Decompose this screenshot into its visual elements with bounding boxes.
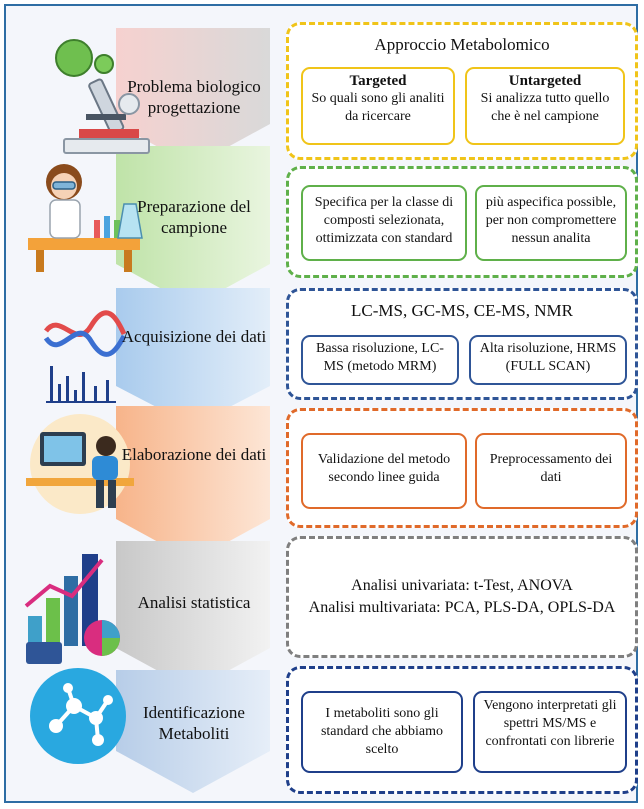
chevron-step-3 (116, 288, 270, 426)
microscope-icon (55, 39, 150, 154)
step-label-preparation: Preparazione del campione (137, 197, 251, 237)
acquisition-title: LC-MS, GC-MS, CE-MS, NMR (351, 301, 573, 320)
low-resolution-card: Bassa risoluzione, LC-MS (metodo MRM) (301, 335, 459, 385)
approach-box: Approccio Metabolomico Targeted So quali… (286, 22, 638, 160)
preprocessing-card: Preprocessamento dei dati (475, 433, 627, 509)
step-label-acquisition: Acquisizione dei dati (121, 327, 267, 346)
chevron-step-6 (116, 670, 270, 793)
chromatogram-icon (43, 310, 126, 403)
untargeted-title: Untargeted (508, 73, 582, 89)
high-resolution-card: Alta risoluzione, HRMS (FULL SCAN) (469, 335, 627, 385)
statistics-chart-icon (24, 554, 120, 664)
untargeted-card: Untargeted Si analizza tutto quello che … (465, 67, 625, 145)
targeted-title: Targeted (349, 73, 407, 89)
step-label-problem: Problema biologico progettazione (127, 77, 261, 117)
univariate-analysis: Analisi univariata: t-Test, ANOVA (351, 577, 573, 594)
processing-box: Validazione del metodo secondo linee gui… (286, 408, 638, 528)
targeted-text: So quali sono gli analiti da ricercare (311, 91, 445, 124)
chevron-step-1 (116, 28, 270, 166)
identification-box: I metaboliti sono gli standard che abbia… (286, 666, 638, 794)
molecule-icon (30, 668, 126, 764)
preparation-box: Specifica per la classe di composti sele… (286, 166, 638, 278)
scientist-icon (28, 164, 143, 272)
figure-frame: Problema biologico progettazione Prepara… (4, 4, 638, 803)
acquisition-box: LC-MS, GC-MS, CE-MS, NMR Bassa risoluzio… (286, 288, 638, 400)
computer-worker-icon (26, 414, 134, 514)
preparation-untargeted-card: più aspecifica possible, per non comprom… (475, 185, 627, 261)
multivariate-analysis: Analisi multivariata: PCA, PLS-DA, OPLS-… (308, 599, 616, 616)
standards-card: I metaboliti sono gli standard che abbia… (301, 691, 463, 773)
chevron-step-5 (116, 541, 270, 690)
workflow-arrows (116, 28, 270, 793)
validation-card: Validazione del metodo secondo linee gui… (301, 433, 467, 509)
approach-title: Approccio Metabolomico (374, 35, 550, 54)
targeted-card: Targeted So quali sono gli analiti da ri… (301, 67, 455, 145)
msms-spectra-card: Vengono interpretati gli spettri MS/MS e… (473, 691, 627, 773)
statistics-box: Analisi univariata: t-Test, ANOVA Analis… (286, 536, 638, 658)
step-label-identification: Identificazione Metaboliti (143, 703, 245, 743)
step-label-statistics: Analisi statistica (137, 593, 251, 612)
untargeted-text: Si analizza tutto quello che è nel campi… (480, 91, 610, 124)
chevron-step-2 (116, 146, 270, 306)
step-label-processing: Elaborazione dei dati (121, 445, 267, 464)
chevron-step-4 (116, 406, 270, 561)
preparation-targeted-card: Specifica per la classe di composti sele… (301, 185, 467, 261)
